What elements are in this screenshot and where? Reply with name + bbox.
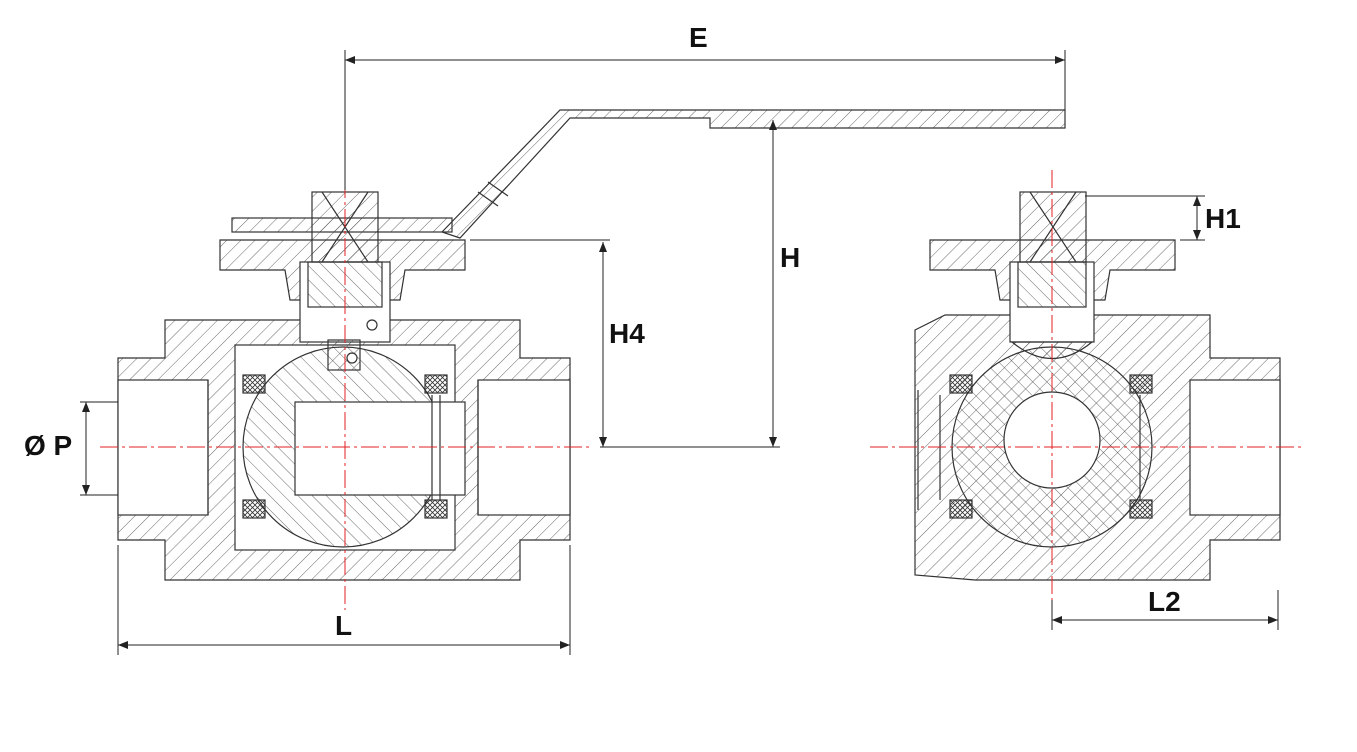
dimension-label-h1: H1 xyxy=(1205,203,1241,234)
dimension-label-l: L xyxy=(335,610,353,641)
dimension-label-p: Ø P xyxy=(24,430,73,461)
seat-left xyxy=(242,499,266,519)
centerlines xyxy=(100,170,1305,610)
dimension-label-e: E xyxy=(689,22,708,53)
seat-right xyxy=(424,374,448,394)
side-section-view xyxy=(914,191,1281,581)
dimension-label-l2: L2 xyxy=(1148,586,1181,617)
dimension-lines xyxy=(80,50,1279,655)
handle xyxy=(440,109,1066,239)
dimension-label-h4: H4 xyxy=(609,318,645,349)
ball-bore xyxy=(294,401,466,496)
seat-left xyxy=(242,374,266,394)
dimension-label-h: H xyxy=(780,242,801,273)
seat-right xyxy=(424,499,448,519)
